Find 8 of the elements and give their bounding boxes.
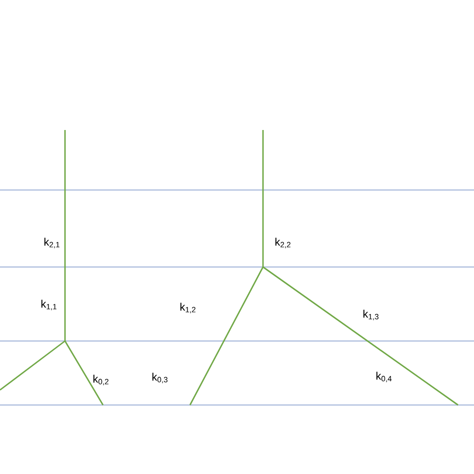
- region-label: k$_{0,4}$: [376, 372, 392, 382]
- region-label: k$_{1,1}$: [41, 300, 56, 310]
- region-label: k$_{2,2}$: [275, 238, 290, 248]
- region-label: k$_{1,3}$: [363, 310, 378, 320]
- region-label: k$_{2,1}$: [44, 238, 60, 248]
- region-label: k$_{0,3}$: [152, 372, 168, 384]
- region-label: k$_{0,2}$: [93, 374, 108, 386]
- region-label: k$_{1,2}$: [180, 302, 196, 314]
